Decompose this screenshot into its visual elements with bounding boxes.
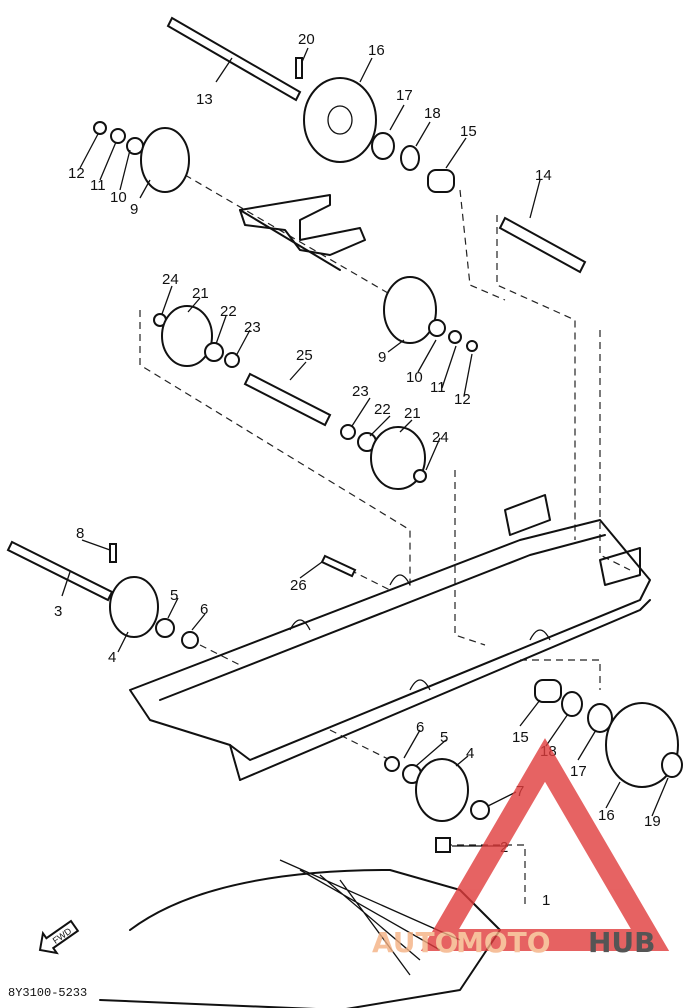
label-15b: 15 xyxy=(512,729,529,746)
automotohub-watermark: AUTO MOTO HUB xyxy=(372,738,670,959)
label-10: 10 xyxy=(110,189,127,206)
label-5b: 5 xyxy=(440,729,448,746)
fwd-arrow: FWD xyxy=(38,919,80,955)
label-13: 13 xyxy=(196,91,213,108)
label-8: 8 xyxy=(76,525,84,542)
label-16: 16 xyxy=(368,42,385,59)
watermark-text-hub: HUB xyxy=(588,926,656,959)
label-14: 14 xyxy=(535,167,552,184)
label-11b: 11 xyxy=(430,379,446,396)
label-21b: 21 xyxy=(404,405,421,422)
label-9b: 9 xyxy=(378,349,386,366)
label-26: 26 xyxy=(290,577,307,594)
label-3: 3 xyxy=(54,603,62,620)
label-24b: 24 xyxy=(432,429,449,446)
label-4b: 4 xyxy=(466,745,474,762)
label-4: 4 xyxy=(108,649,116,666)
label-6: 6 xyxy=(200,601,208,618)
assembly-guide-lines xyxy=(139,174,631,905)
label-24: 24 xyxy=(162,271,179,288)
label-1: 1 xyxy=(542,892,550,909)
watermark-text-moto: MOTO xyxy=(456,926,551,959)
drawing-code: 8Y3100-5233 xyxy=(8,986,87,1000)
label-22b: 22 xyxy=(374,401,391,418)
label-17: 17 xyxy=(396,87,413,104)
label-19: 19 xyxy=(644,813,661,830)
label-23: 23 xyxy=(244,319,261,336)
slide-rail-frame xyxy=(129,194,651,781)
label-21: 21 xyxy=(192,285,209,302)
label-6b: 6 xyxy=(416,719,424,736)
label-11: 11 xyxy=(90,177,106,194)
part-labels: 20 13 16 17 18 15 14 12 11 10 9 24 21 22… xyxy=(54,31,661,909)
parts xyxy=(6,16,683,853)
label-9: 9 xyxy=(130,201,138,218)
label-20: 20 xyxy=(298,31,315,48)
label-25: 25 xyxy=(296,347,313,364)
label-17b: 17 xyxy=(570,763,587,780)
label-16b: 16 xyxy=(598,807,615,824)
label-15: 15 xyxy=(460,123,477,140)
label-18: 18 xyxy=(424,105,441,122)
label-22: 22 xyxy=(220,303,237,320)
label-12b: 12 xyxy=(454,391,471,408)
watermark-text-auto: AUTO xyxy=(372,926,458,959)
label-12: 12 xyxy=(68,165,85,182)
label-10b: 10 xyxy=(406,369,423,386)
label-23b: 23 xyxy=(352,383,369,400)
label-5: 5 xyxy=(170,587,178,604)
leader-lines xyxy=(61,47,669,847)
